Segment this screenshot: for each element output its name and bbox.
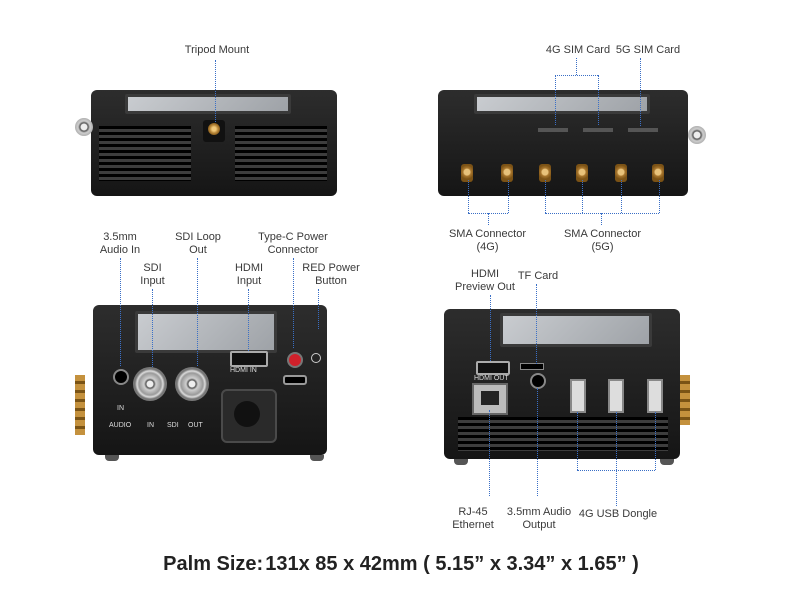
- tf-card-slot-icon: [520, 363, 544, 370]
- sdi-out-bnc-icon: [175, 367, 209, 401]
- label-hdmi-preview-2: Preview Out: [455, 281, 515, 293]
- sim-slot-5g: [628, 128, 658, 132]
- label-sma-4g-2: (4G): [476, 241, 499, 253]
- label-sim-4g: 4G SIM Card: [545, 44, 611, 56]
- device-top-right: [438, 90, 708, 200]
- leader-hdmi-preview: [490, 295, 491, 361]
- antenna-icon-2: [501, 164, 513, 182]
- leader-sim-4g-a: [555, 75, 556, 125]
- leader-tripod: [215, 60, 216, 122]
- mark-out: OUT: [188, 422, 203, 429]
- label-typec-2: Connector: [267, 244, 319, 256]
- leader-usb-d: [616, 470, 617, 506]
- audio-out-jack-icon: [530, 373, 546, 389]
- audio-in-jack-icon: [113, 369, 129, 385]
- label-hdmi-in-1: HDMI: [234, 262, 264, 274]
- leader-sim-4g-b: [598, 75, 599, 125]
- leader-usb-c: [655, 412, 656, 470]
- label-typec-1: Type-C Power: [258, 231, 328, 243]
- palm-size-caption: Palm Size:131x 85 x 42mm ( 5.15” x 3.34”…: [0, 553, 800, 576]
- label-audio-out-2: Output: [522, 519, 556, 531]
- mark-in-sdi: IN: [147, 422, 154, 429]
- leader-sdi-loop: [197, 258, 198, 366]
- leader-sma-4g-c: [488, 213, 489, 225]
- leader-sdi-in: [152, 289, 153, 367]
- hdmi-in-port-icon: [230, 351, 268, 367]
- antenna-side-icon-right: [680, 375, 690, 425]
- palm-size-dims: 131x 85 x 42mm ( 5.15” x 3.34” x 1.65” ): [265, 553, 639, 575]
- usb-port-icon-1: [570, 379, 586, 413]
- label-rj45-1: RJ-45: [458, 506, 488, 518]
- label-sdi-loop-2: Out: [189, 244, 207, 256]
- mark-hdmi-in: HDMI IN: [230, 367, 257, 374]
- leader-sma-5g-e: [601, 213, 602, 225]
- leader-usb-b: [616, 412, 617, 470]
- power-symbol-icon: [311, 353, 321, 363]
- leader-sma-5g-h: [545, 213, 659, 214]
- leader-hdmi-in: [248, 289, 249, 351]
- hdmi-out-port-icon: [476, 361, 510, 375]
- tripod-mount-plate: [203, 120, 225, 142]
- antenna-icon-5: [615, 164, 627, 182]
- type-c-port-icon: [283, 375, 307, 385]
- label-sma-4g-1: SMA Connector: [448, 228, 527, 240]
- label-tripod-mount: Tripod Mount: [184, 44, 250, 56]
- leader-rj45: [489, 410, 490, 496]
- label-hdmi-in-2: Input: [236, 275, 262, 287]
- device-bottom-left: IN AUDIO IN SDI OUT HDMI IN: [75, 305, 345, 465]
- label-hdmi-preview-1: HDMI: [470, 268, 500, 280]
- bnc-side-icon: [75, 118, 93, 136]
- label-usb-dongle: 4G USB Dongle: [578, 508, 658, 520]
- label-rj45-2: Ethernet: [452, 519, 494, 531]
- fan-icon: [221, 389, 277, 443]
- label-audio-in-1: 3.5mm: [103, 231, 137, 243]
- leader-sma-4g-a: [468, 180, 469, 213]
- label-sma-5g-2: (5G): [591, 241, 614, 253]
- leader-audio-out: [537, 388, 538, 496]
- leader-tf-card: [536, 284, 537, 364]
- label-red-power-1: RED Power: [302, 262, 360, 274]
- label-audio-out-1: 3.5mm Audio: [506, 506, 572, 518]
- label-sdi-in-2: Input: [140, 275, 165, 287]
- label-sma-5g-1: SMA Connector: [563, 228, 642, 240]
- leader-typec: [293, 258, 294, 348]
- antenna-icon-6: [652, 164, 664, 182]
- label-sdi-loop-1: SDI Loop: [175, 231, 221, 243]
- palm-size-label: Palm Size:: [163, 553, 264, 575]
- leader-sim-4g-up: [576, 58, 577, 75]
- leader-sma-5g-a: [545, 180, 546, 213]
- bnc-side-icon-right: [688, 126, 706, 144]
- leader-sma-5g-d: [659, 180, 660, 213]
- mark-in: IN: [117, 405, 124, 412]
- leader-sim-4g-h: [555, 75, 598, 76]
- leader-sma-5g-b: [582, 180, 583, 213]
- leader-sma-4g-b: [508, 180, 509, 213]
- leader-usb-a: [577, 412, 578, 470]
- leader-sma-5g-c: [621, 180, 622, 213]
- mark-audio: AUDIO: [109, 422, 132, 429]
- device-bottom-right: HDMI OUT: [440, 305, 702, 465]
- rj45-port-icon: [472, 383, 508, 415]
- mark-sdi: SDI: [167, 422, 179, 429]
- device-top-left: [75, 90, 345, 200]
- mark-hdmi-out: HDMI OUT: [474, 375, 509, 382]
- label-tf-card: TF Card: [517, 270, 559, 282]
- leader-red-power: [318, 289, 319, 329]
- antenna-icon-3: [539, 164, 551, 182]
- sdi-in-bnc-icon: [133, 367, 167, 401]
- leader-sim-5g: [640, 58, 641, 126]
- red-power-button-icon: [287, 352, 303, 368]
- sim-slot-mid: [583, 128, 613, 132]
- usb-port-icon-2: [608, 379, 624, 413]
- antenna-side-icon: [75, 375, 85, 435]
- antenna-icon-4: [576, 164, 588, 182]
- label-sdi-in-1: SDI: [143, 262, 162, 274]
- label-red-power-2: Button: [315, 275, 347, 287]
- label-audio-in-2: Audio In: [99, 244, 141, 256]
- label-sim-5g: 5G SIM Card: [615, 44, 681, 56]
- sim-slot-4g: [538, 128, 568, 132]
- leader-audio-in: [120, 258, 121, 366]
- usb-port-icon-3: [647, 379, 663, 413]
- antenna-icon-1: [461, 164, 473, 182]
